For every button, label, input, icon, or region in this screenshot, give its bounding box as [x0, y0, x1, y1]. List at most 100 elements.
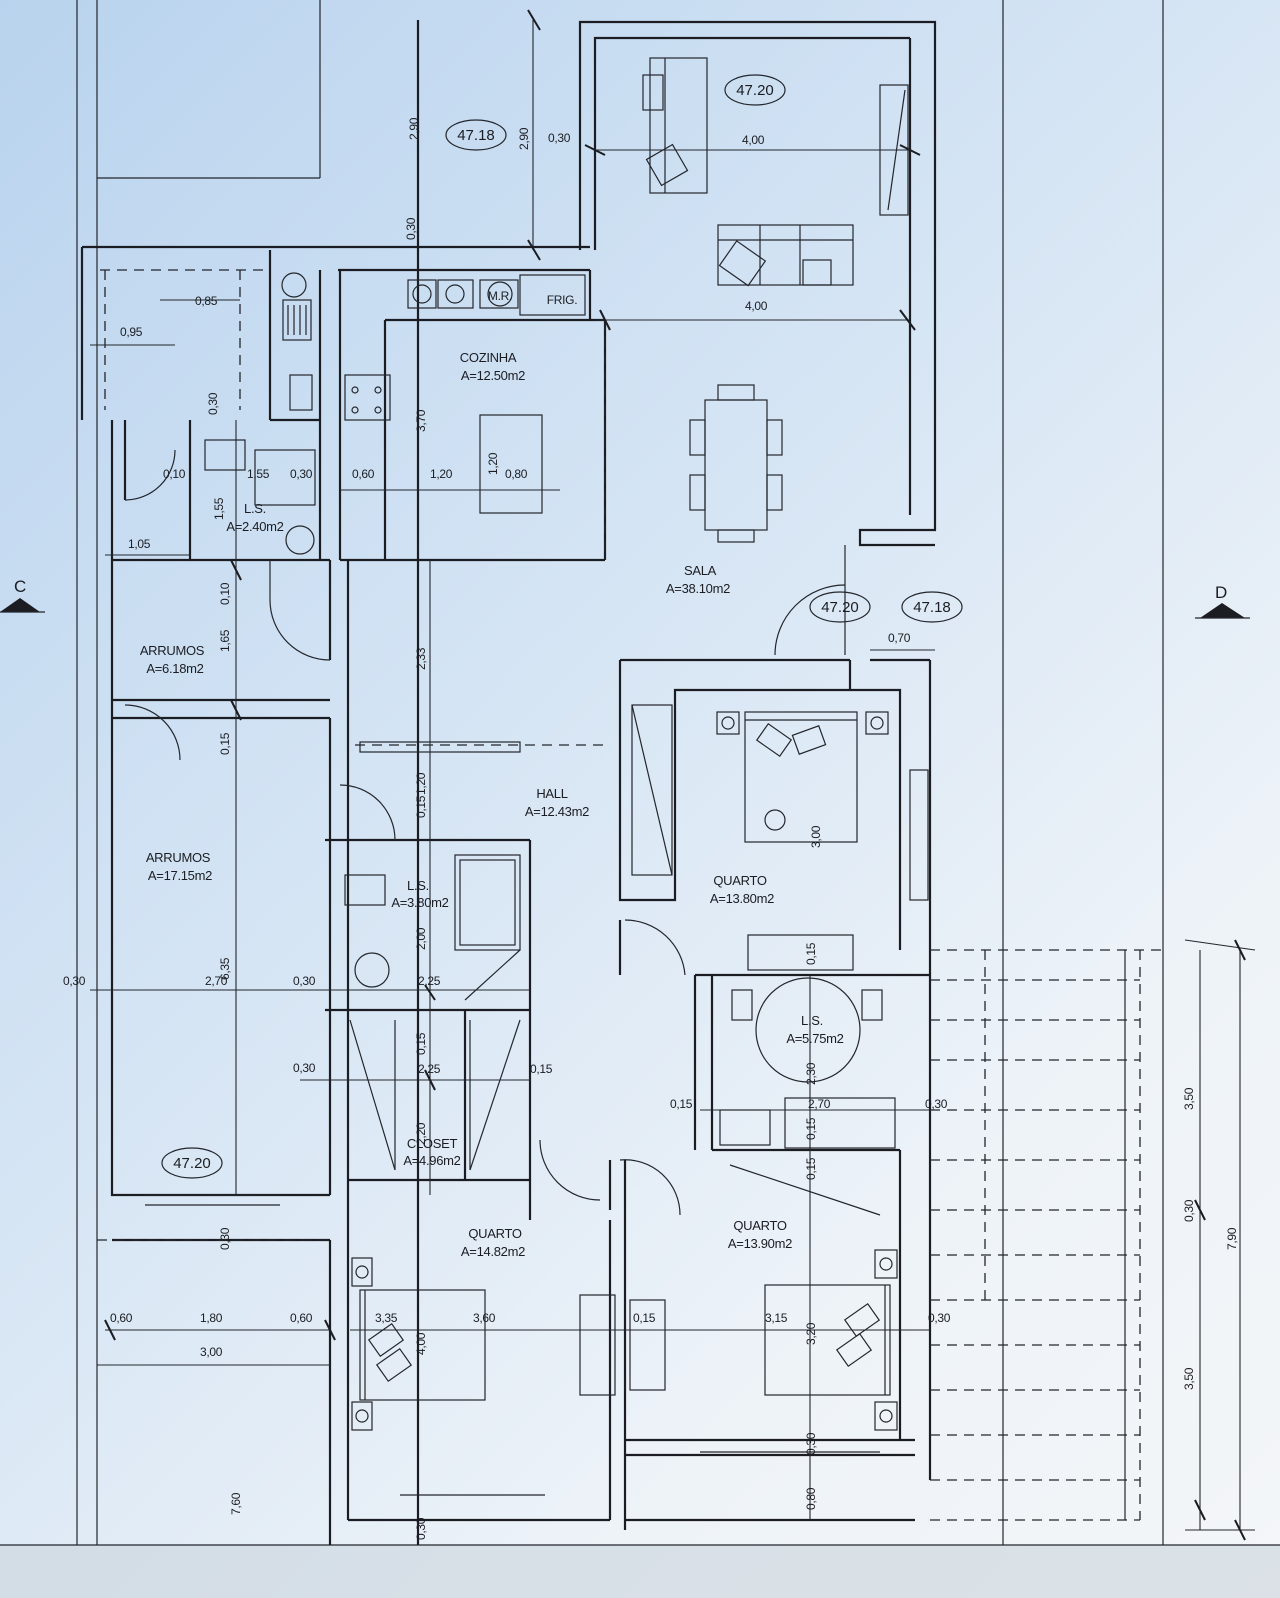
furniture: [204, 57, 929, 1431]
room-area: A=6.18m2: [146, 661, 203, 676]
level-marker: 47.18: [457, 127, 495, 144]
room-name: CLOSET: [407, 1136, 458, 1151]
dimension-label: 0,15: [804, 942, 818, 965]
dimension-label: 0,15: [804, 1117, 818, 1140]
dimension-label: 4,00: [414, 1332, 428, 1355]
section-marker-left: C: [0, 577, 45, 613]
dimension-label: 0,15: [670, 1097, 693, 1111]
dimension-label: 0,15: [633, 1311, 656, 1325]
dimension-label: 3,35: [375, 1311, 398, 1325]
room-area: A=4.96m2: [403, 1153, 460, 1168]
dimension-label: 1,55: [212, 497, 226, 520]
level-marker: 47.20: [173, 1155, 211, 1172]
level-markers: 47.18 47.20 47.20 47.18 47.20: [161, 74, 963, 1179]
room-name: QUARTO: [733, 1218, 787, 1233]
dimension-label: 0,80: [505, 467, 528, 481]
dimension-label: 2,30: [804, 1062, 818, 1085]
dimension-lines: [90, 20, 1256, 1531]
dimension-label: 0,30: [206, 392, 220, 415]
dimension-label: 0,15: [414, 1032, 428, 1055]
dimension-label: 4,00: [742, 133, 765, 147]
property-lines: [0, 0, 1280, 1546]
appliance-labels: FRIG. M.R.: [488, 289, 578, 307]
dimension-label: 2,00: [414, 927, 428, 950]
dimension-label: 0,60: [352, 467, 375, 481]
dimension-label: 7,60: [229, 1492, 243, 1515]
dimension-label: 3,20: [804, 1322, 818, 1345]
room-name: COZINHA: [460, 350, 517, 365]
dimension-label: 1,20: [486, 452, 500, 475]
dimension-label: 0,30: [404, 217, 418, 240]
dimension-label: 2,90: [407, 117, 421, 140]
dimension-label: 0,15: [804, 1157, 818, 1180]
level-marker: 47.18: [913, 599, 951, 616]
dimension-label: 3,00: [809, 825, 823, 848]
room-area: A=5.75m2: [786, 1031, 843, 1046]
dimension-label: 2,70: [205, 974, 228, 988]
room-area: A=12.43m2: [525, 804, 589, 819]
dimension-label: 7,90: [1225, 1227, 1239, 1250]
room-area: A=3.80m2: [391, 895, 448, 910]
dimension-label: 0,30: [548, 131, 571, 145]
dimension-label: 0,30: [925, 1097, 948, 1111]
dimension-label: 3,70: [414, 409, 428, 432]
room-area: A=38.10m2: [666, 581, 730, 596]
section-marker-right: D: [1195, 583, 1250, 619]
dimension-ticks: [104, 9, 1246, 1541]
room-area: A=13.80m2: [710, 891, 774, 906]
dimension-label: 6,35: [218, 957, 232, 980]
room-labels: COZINHA A=12.50m2 SALA A=38.10m2 L.S. A=…: [140, 350, 844, 1259]
dimension-label: 3,60: [473, 1311, 496, 1325]
room-area: A=2.40m2: [226, 519, 283, 534]
dimension-label: 0,30: [293, 1061, 316, 1075]
dimension-label: 0,30: [1182, 1199, 1196, 1222]
dimension-label: 0,60: [290, 1311, 313, 1325]
dimension-label: 1,20: [430, 467, 453, 481]
room-name: ARRUMOS: [140, 643, 205, 658]
dimension-label: 0,95: [120, 325, 143, 339]
dimension-label: 2,90: [517, 127, 531, 150]
dimension-label: 4,00: [745, 299, 768, 313]
dimension-label: 3,15: [765, 1311, 788, 1325]
dimension-label: 0,70: [888, 631, 911, 645]
dimension-label: 0,30: [290, 467, 313, 481]
dimension-label: 0,85: [195, 294, 218, 308]
room-name: L.S.: [801, 1013, 823, 1028]
dimension-label: 2,20: [414, 1122, 428, 1145]
dimension-label: 3,50: [1182, 1367, 1196, 1390]
room-name: QUARTO: [468, 1226, 522, 1241]
section-letter-left: C: [14, 577, 26, 596]
room-area: A=14.82m2: [461, 1244, 525, 1259]
dimension-label: 0,10: [218, 582, 232, 605]
washing-machine-label: M.R.: [488, 289, 512, 303]
dimension-label: 0,30: [293, 974, 316, 988]
dimension-label: 0,30: [218, 1227, 232, 1250]
dimension-label: 0,30: [804, 1432, 818, 1455]
dimension-label: 0,15: [530, 1062, 553, 1076]
dimension-label: 0,10: [163, 467, 186, 481]
dimension-labels: 2,90 2,90 0,30 4,00 4,00 0,30 0,85 0,95 …: [63, 117, 1239, 1540]
dimension-label: 2,25: [418, 1062, 441, 1076]
dimension-label: 0,80: [804, 1487, 818, 1510]
level-marker: 47.20: [821, 599, 859, 616]
room-name: HALL: [536, 786, 567, 801]
dimension-label: 2,25: [418, 974, 441, 988]
dimension-label: 0,30: [63, 974, 86, 988]
dimension-label: 1,05: [128, 537, 151, 551]
dimension-label: 2,70: [808, 1097, 831, 1111]
dimension-label: 0,15: [218, 732, 232, 755]
room-name: SALA: [684, 563, 717, 578]
room-area: A=13.90m2: [728, 1236, 792, 1251]
dimension-label: 0,60: [110, 1311, 133, 1325]
room-area: A=12.50m2: [461, 368, 525, 383]
fridge-label: FRIG.: [547, 293, 578, 307]
room-name: L.S.: [407, 878, 429, 893]
dimension-label: 0,30: [414, 1517, 428, 1540]
dimension-label: 1,65: [218, 629, 232, 652]
room-area: A=17.15m2: [148, 868, 212, 883]
dashed-lines: [97, 269, 1165, 1521]
room-name: L.S.: [244, 501, 266, 516]
dimension-label: 1,55: [247, 467, 270, 481]
screen-bezel: [0, 1545, 1280, 1598]
